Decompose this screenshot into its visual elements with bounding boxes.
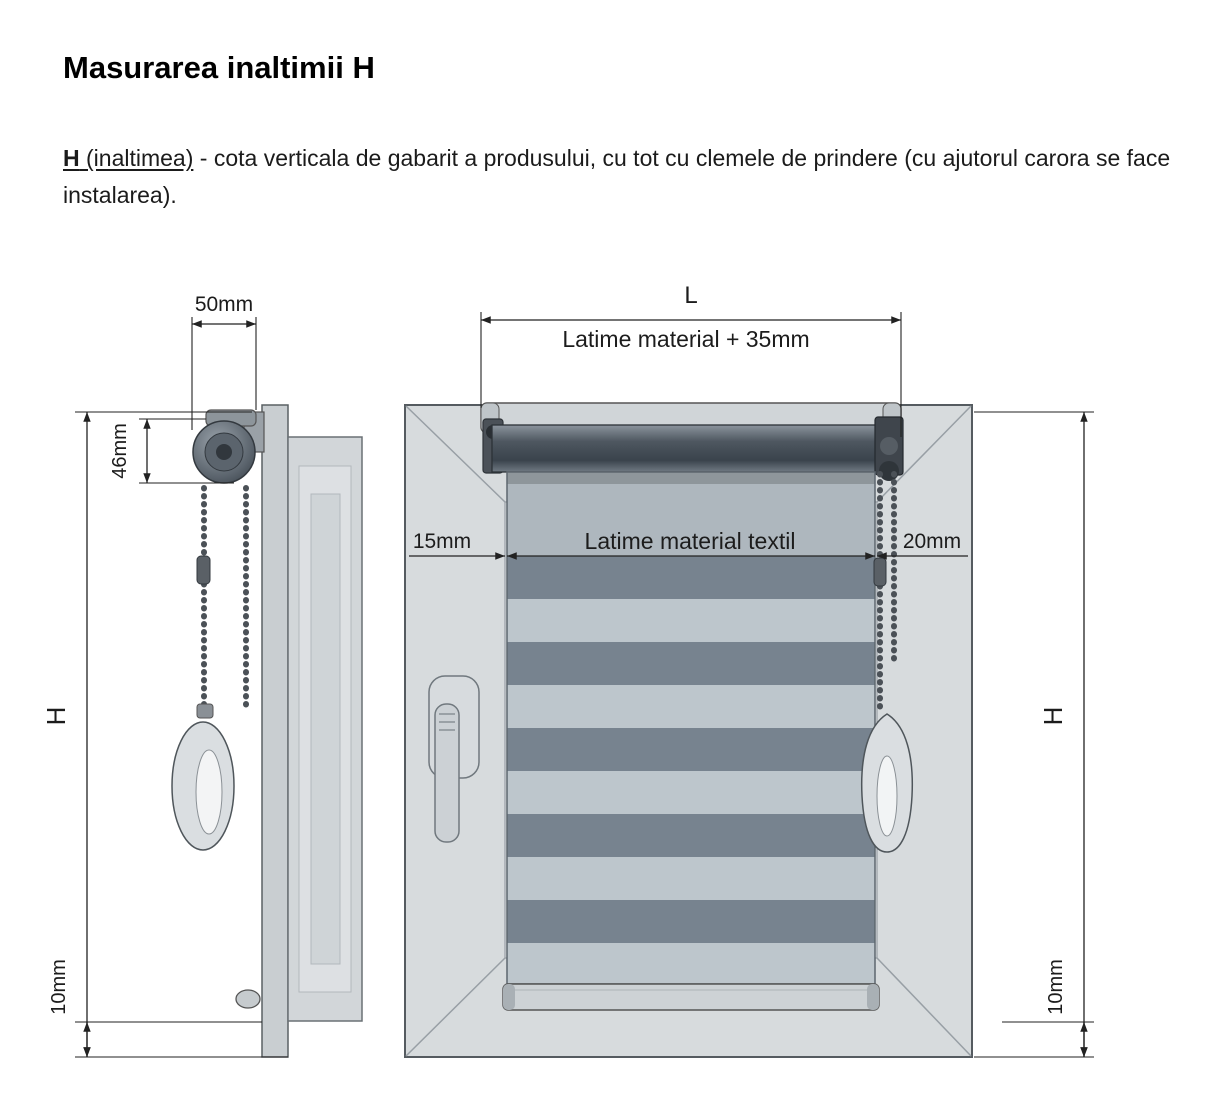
description-text: - cota verticala de gabarit a produsului… [63,145,1171,208]
fabric-sheer-band [507,472,875,556]
frame-bevel-line [405,957,506,1057]
side-chain-end-stopper [235,989,261,1009]
front-roller-tube [482,416,904,481]
front-chain [860,471,914,853]
bottom-bar-cap-left [503,984,515,1010]
side-wall-strip [261,404,289,1058]
front-chain-weight-hole [876,755,898,837]
front-view-diagram: L Latime material + 35mm 15mm Latime mat… [404,282,1094,1058]
side-chain [196,485,249,719]
window-handle-grip [434,703,460,843]
roller-bracket-right-knob [880,437,898,455]
front-dim-length: L Latime material + 35mm [480,282,902,437]
side-dim-roller-label: 46mm [109,423,131,479]
chain-gear [879,461,899,481]
bottom-bar [502,983,880,1011]
description-term: H [63,145,80,171]
side-roller-assembly [192,409,265,484]
front-fabric [506,471,876,985]
roller-tube-bar [491,424,891,473]
side-dim-height: H 10mm [41,411,288,1058]
front-dim-left-gap-label: 15mm [413,530,471,553]
frame-bevel-line [876,957,972,1057]
front-dim-fabric-width: 15mm Latime material textil 20mm [409,528,968,560]
description-term-underlined: H (inaltimea) [63,145,193,171]
side-dim-height-label: H [41,707,71,726]
page-title: Masurarea inaltimii H [63,50,375,85]
side-frame-profile-inner [310,493,341,965]
side-dim-46mm: 46mm [109,418,234,484]
side-dim-bottom-gap-label: 10mm [48,959,70,1015]
front-dim-height-label: H [1038,707,1068,726]
front-dim-fabric-width-label: Latime material textil [585,528,796,554]
side-dim-50mm: 50mm [191,293,257,430]
front-window-handle [428,675,480,843]
frame-bevel-line [876,405,972,503]
front-dim-width-note-label: Latime material + 35mm [562,326,809,352]
fabric-roller-shadow [507,472,875,484]
front-dim-height: H 10mm [974,411,1094,1058]
side-chain-handle [171,721,235,851]
side-chain-handle-joint [196,703,214,719]
front-chain-connector-bead [873,557,887,587]
bottom-bar-cap-right [867,984,879,1010]
front-dim-total-width-label: L [684,282,697,309]
front-dim-bottom-gap-label: 10mm [1045,959,1067,1015]
side-view-diagram: 50mm 46mm H 10mm [41,293,363,1058]
description-term-rest: (inaltimea) [79,145,194,171]
side-window-frame [261,404,363,1058]
description: H (inaltimea) - cota verticala de gabari… [63,140,1178,214]
side-roller-hub [216,444,232,460]
fabric-zebra-stripes [507,556,875,984]
side-chain-weight-hole [195,749,223,835]
side-chain-connector-bead [196,555,211,585]
front-bottom-bar [502,983,880,1011]
frame-bevel-line [405,405,506,503]
side-dim-width-label: 50mm [195,293,253,316]
front-dim-right-gap-label: 20mm [903,530,961,553]
